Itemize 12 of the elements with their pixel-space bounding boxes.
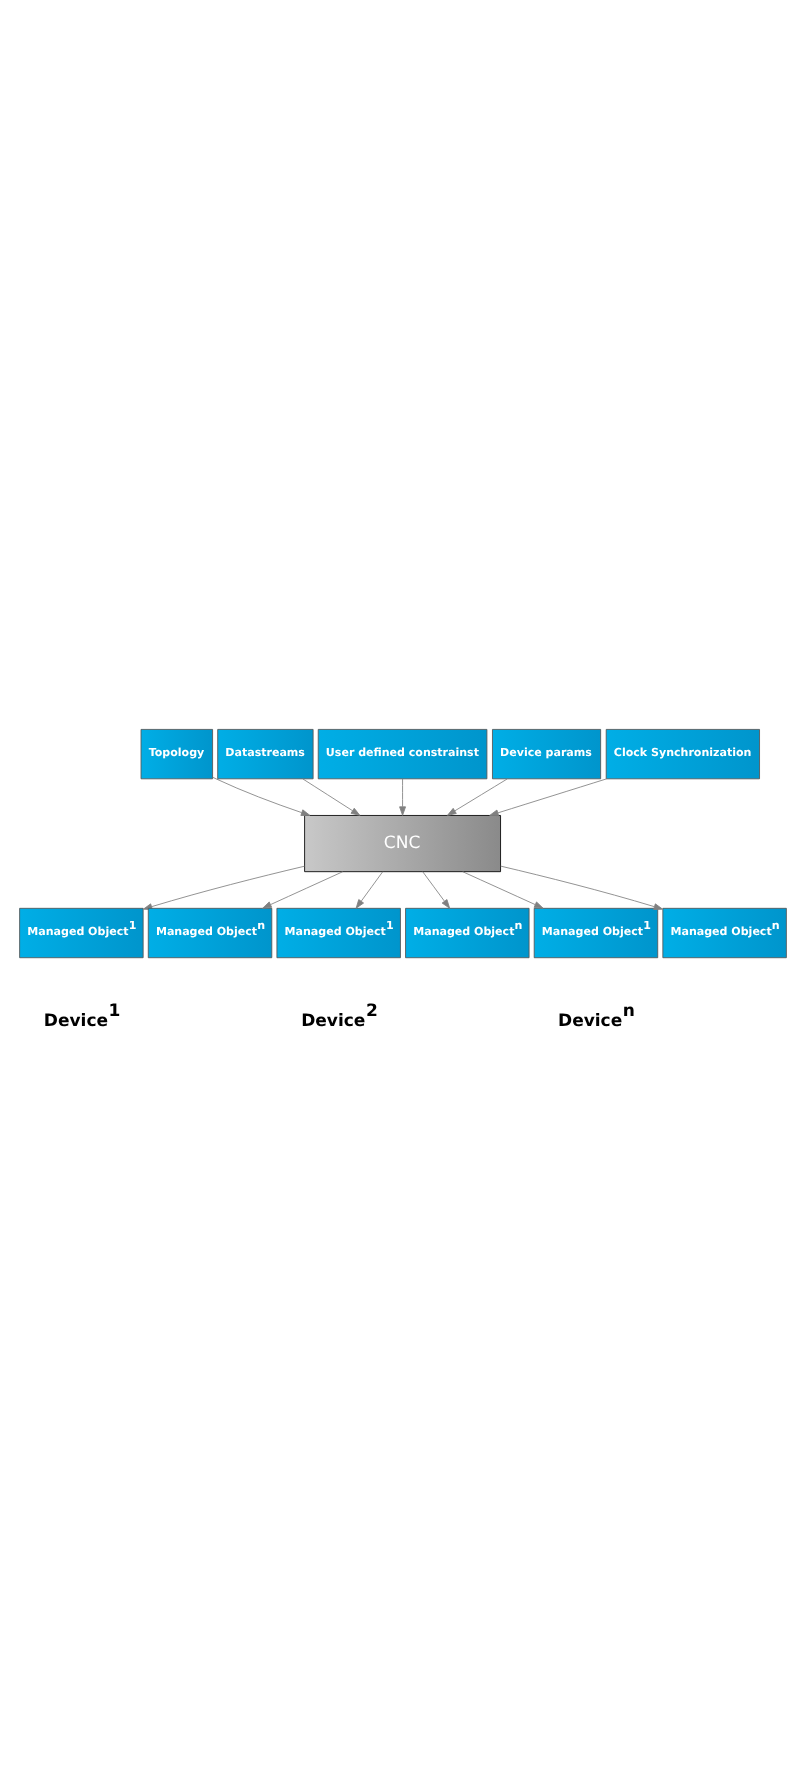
arrow bbox=[399, 777, 406, 815]
arrow bbox=[422, 870, 451, 908]
arrow bbox=[500, 864, 664, 909]
arrow bbox=[355, 870, 384, 908]
arrow bbox=[262, 870, 344, 908]
arrow bbox=[489, 777, 608, 816]
arrow bbox=[447, 777, 508, 815]
arrow bbox=[462, 870, 544, 908]
arrow bbox=[212, 775, 311, 815]
node-box: CNC bbox=[304, 814, 501, 872]
arrow bbox=[302, 777, 361, 815]
arrow bbox=[142, 864, 305, 909]
